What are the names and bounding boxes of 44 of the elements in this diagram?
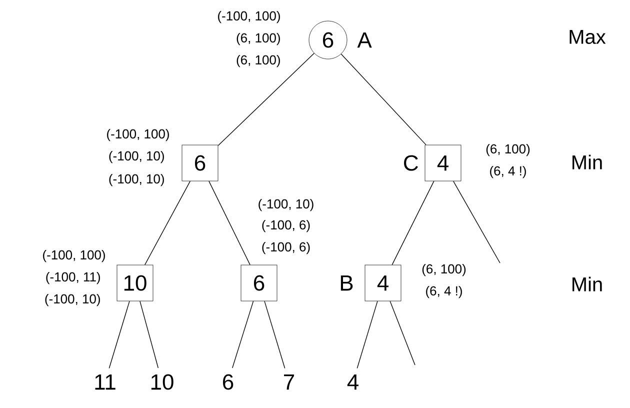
tree-edge xyxy=(208,180,250,266)
interval-label: (6, 100) xyxy=(486,144,530,156)
tree-edge xyxy=(453,180,500,264)
interval-label: (6, 100) xyxy=(422,264,466,276)
min-node-box: 6 xyxy=(182,144,218,182)
interval-label: (-100, 10) xyxy=(45,294,100,306)
leaf-value: 11 xyxy=(95,374,116,390)
tree-edge xyxy=(264,300,286,369)
tree-edge xyxy=(218,52,315,146)
min-node-box: 4 xyxy=(364,264,402,302)
tree-edge xyxy=(392,180,434,266)
interval-label: (-100, 6) xyxy=(262,242,310,254)
leaf-value: 10 xyxy=(151,374,174,390)
interval-label: (-100, 11) xyxy=(46,272,100,284)
leaf-value: 7 xyxy=(284,374,294,390)
level-label: Min xyxy=(572,276,602,292)
min-node-box: 4 xyxy=(424,144,462,182)
interval-label: (-100, 10) xyxy=(109,150,164,164)
interval-label: (6, 100) xyxy=(236,54,280,68)
node-letter: B xyxy=(340,275,353,291)
interval-label: (-100, 100) xyxy=(43,250,105,262)
tree-edge xyxy=(356,300,378,369)
interval-label: (6, 4 !) xyxy=(426,286,462,298)
node-letter: A xyxy=(357,32,372,48)
tree-edge xyxy=(340,54,426,146)
leaf-value: 4 xyxy=(347,374,358,390)
interval-label: (-100, 100) xyxy=(218,10,280,24)
interval-label: (-100, 10) xyxy=(258,198,314,212)
tree-edge xyxy=(144,180,190,266)
tree-edge xyxy=(232,300,254,368)
interval-label: (-100, 10) xyxy=(109,174,164,186)
tree-edge xyxy=(140,300,159,368)
interval-label: (-100, 6) xyxy=(262,220,310,232)
interval-label: (6, 4 !) xyxy=(490,166,526,178)
tree-edge xyxy=(108,300,130,369)
min-node-box: 6 xyxy=(240,264,278,302)
tree-edge xyxy=(390,300,416,366)
min-node-box: 10 xyxy=(116,264,154,302)
leaf-value: 6 xyxy=(223,374,234,390)
level-label: Max xyxy=(570,30,606,44)
interval-label: (-100, 100) xyxy=(107,128,169,142)
node-letter: C xyxy=(404,155,418,171)
interval-label: (6, 100) xyxy=(236,32,280,46)
level-label: Min xyxy=(572,154,602,170)
